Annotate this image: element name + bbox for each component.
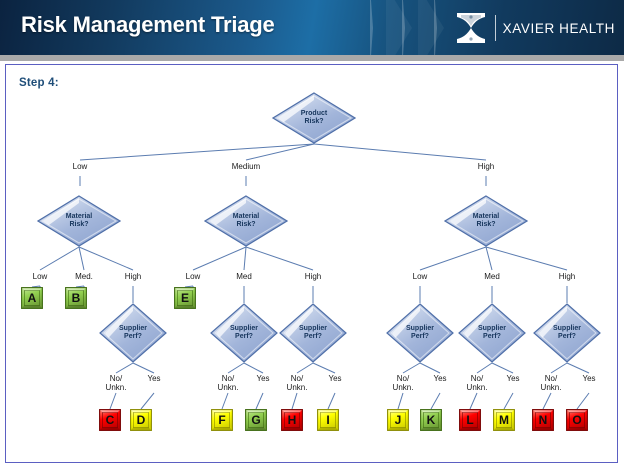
edge-label-low: Low [185, 272, 201, 281]
header-banner: Risk Management Triage XAVIER HEALTH [0, 0, 624, 55]
decision-node-supplier-4[interactable]: Supplier Perf? [386, 303, 454, 363]
logo-text: XAVIER HEALTH [502, 20, 615, 36]
chevron-outline-icon [402, 0, 405, 55]
edge-label-high: High [124, 272, 142, 281]
outcome-label: B [71, 291, 81, 305]
page-title: Risk Management Triage [21, 12, 275, 37]
decision-node-material-medium[interactable]: Material Risk? [204, 195, 288, 247]
chevron-outline-icon [434, 0, 437, 55]
outcome-d[interactable]: D [130, 409, 152, 431]
edge-label-yes-3: Yes [256, 374, 270, 383]
edge-label-low: Low [412, 272, 428, 281]
outcome-label: E [180, 291, 189, 305]
decision-node-supplier-1[interactable]: Supplier Perf? [99, 303, 167, 363]
edge-label-no-unkn-0: No/ Unkn. [105, 374, 127, 393]
decision-node-material-high[interactable]: Material Risk? [444, 195, 528, 247]
node-label: Supplier Perf? [552, 325, 581, 340]
node-label: Product Risk? [300, 110, 328, 125]
node-label: Material Risk? [65, 213, 93, 228]
outcome-a[interactable]: A [21, 287, 43, 309]
edge-label-high: High [477, 162, 495, 171]
outcome-f[interactable]: F [211, 409, 233, 431]
outcome-label: G [251, 413, 261, 427]
node-label: Supplier Perf? [118, 325, 147, 340]
header-underline [0, 55, 624, 61]
edge-label-no-unkn-2: No/ Unkn. [217, 374, 239, 393]
outcome-c[interactable]: C [99, 409, 121, 431]
decision-node-product-risk[interactable]: Product Risk? [272, 92, 356, 144]
decision-node-supplier-5[interactable]: Supplier Perf? [458, 303, 526, 363]
node-label: Supplier Perf? [229, 325, 258, 340]
outcome-n[interactable]: N [532, 409, 554, 431]
brand-logo: XAVIER HEALTH [454, 11, 615, 45]
edge-label-low: Low [32, 272, 48, 281]
outcome-label: L [466, 413, 474, 427]
edge-label-high: High [558, 272, 576, 281]
chevron-decoration-icon [418, 0, 444, 55]
chevron-outline-icon [370, 0, 373, 55]
outcome-label: O [572, 413, 582, 427]
edge-label-medium: Medium [231, 162, 261, 171]
outcome-label: H [287, 413, 297, 427]
outcome-label: N [538, 413, 548, 427]
edge-label-med: Med. [75, 272, 93, 281]
outcome-label: K [426, 413, 436, 427]
edge-label-no-unkn-6: No/ Unkn. [392, 374, 414, 393]
edge-label-med: Med [484, 272, 500, 281]
outcome-b[interactable]: B [65, 287, 87, 309]
decision-node-supplier-2[interactable]: Supplier Perf? [210, 303, 278, 363]
outcome-label: C [105, 413, 115, 427]
node-label: Material Risk? [232, 213, 260, 228]
outcome-g[interactable]: G [245, 409, 267, 431]
outcome-k[interactable]: K [420, 409, 442, 431]
outcome-label: D [136, 413, 146, 427]
logo-divider [494, 15, 496, 41]
edge-label-yes-11: Yes [582, 374, 596, 383]
edge-label-yes-5: Yes [328, 374, 342, 383]
outcome-l[interactable]: L [459, 409, 481, 431]
outcome-label: F [218, 413, 226, 427]
edge-label-no-unkn-10: No/ Unkn. [540, 374, 562, 393]
outcome-e[interactable]: E [174, 287, 196, 309]
outcome-o[interactable]: O [566, 409, 588, 431]
edge-label-no-unkn-8: No/ Unkn. [466, 374, 488, 393]
node-label: Supplier Perf? [477, 325, 506, 340]
edge-label-no-unkn-4: No/ Unkn. [286, 374, 308, 393]
decision-node-supplier-3[interactable]: Supplier Perf? [279, 303, 347, 363]
outcome-h[interactable]: H [281, 409, 303, 431]
xavier-x-logo-icon [454, 11, 488, 45]
decision-node-supplier-6[interactable]: Supplier Perf? [533, 303, 601, 363]
edge-label-low: Low [72, 162, 88, 171]
edge-label-med: Med [236, 272, 252, 281]
chevron-decoration-icon [386, 0, 412, 55]
node-label: Supplier Perf? [298, 325, 327, 340]
outcome-label: I [326, 413, 330, 427]
node-label: Supplier Perf? [405, 325, 434, 340]
decision-node-material-low[interactable]: Material Risk? [37, 195, 121, 247]
step-label: Step 4: [19, 77, 59, 89]
edge-label-yes-9: Yes [506, 374, 520, 383]
edge-label-yes-7: Yes [433, 374, 447, 383]
outcome-label: J [394, 413, 402, 427]
node-label: Material Risk? [472, 213, 500, 228]
outcome-i[interactable]: I [317, 409, 339, 431]
outcome-j[interactable]: J [387, 409, 409, 431]
outcome-m[interactable]: M [493, 409, 515, 431]
edge-label-high: High [304, 272, 322, 281]
outcome-label: A [27, 291, 37, 305]
outcome-label: M [499, 413, 509, 427]
edge-label-yes-1: Yes [147, 374, 161, 383]
